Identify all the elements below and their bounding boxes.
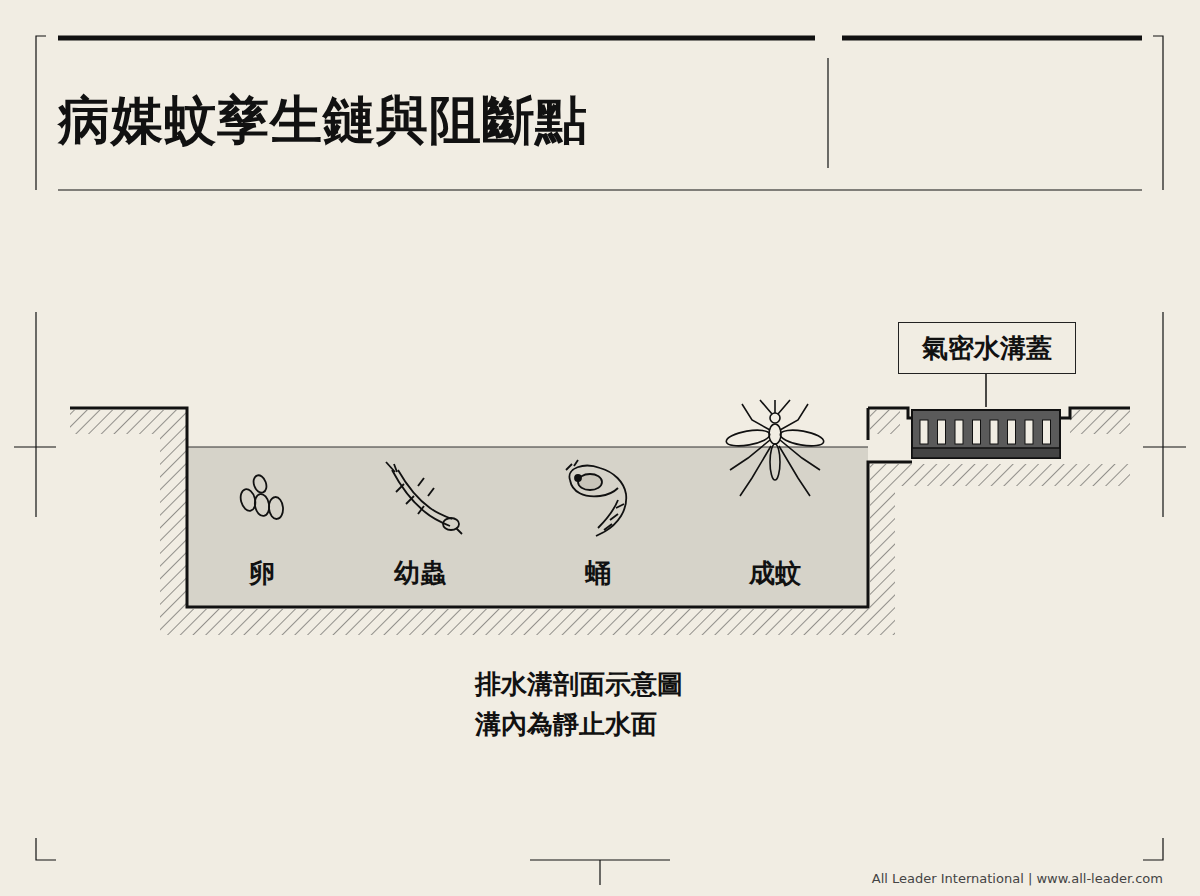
- water-surface: [187, 446, 868, 447]
- grate-slot: [1043, 420, 1051, 444]
- grate-slot: [955, 420, 963, 444]
- grate-slot: [938, 420, 946, 444]
- footer-credit: All Leader International | www.all-leade…: [872, 871, 1163, 886]
- stage-label: 幼蟲: [394, 556, 446, 591]
- grate-slot: [1025, 420, 1033, 444]
- grate-seat: [867, 408, 870, 440]
- figure-caption: 排水溝剖面示意圖 溝內為靜止水面: [475, 664, 735, 744]
- soil-hatching: [70, 410, 1130, 635]
- grate-seat: [868, 408, 912, 418]
- grate-seat: [1060, 408, 1130, 418]
- airtight-grate: [912, 410, 1060, 458]
- stage-label: 卵: [249, 556, 275, 591]
- stage-label: 成蚊: [749, 556, 801, 591]
- grate-slot: [990, 420, 998, 444]
- mosquito-icon: [725, 400, 825, 496]
- trench-outline: [70, 408, 912, 607]
- grate-slot: [920, 420, 928, 444]
- callout-text: 氣密水溝蓋: [922, 331, 1052, 366]
- larva-icon: [386, 462, 462, 534]
- leader-line: [985, 374, 987, 407]
- callout-box: 氣密水溝蓋: [898, 322, 1076, 374]
- diagram-title: 病媒蚊孳生鏈與阻斷點: [58, 86, 588, 156]
- grate-slot: [1008, 420, 1016, 444]
- page-frame: [14, 36, 1186, 885]
- pupa-icon: [566, 460, 626, 536]
- egg-icon: [238, 473, 284, 519]
- grate-slot: [973, 420, 981, 444]
- stage-label: 蛹: [585, 556, 611, 591]
- still-water: [187, 447, 868, 607]
